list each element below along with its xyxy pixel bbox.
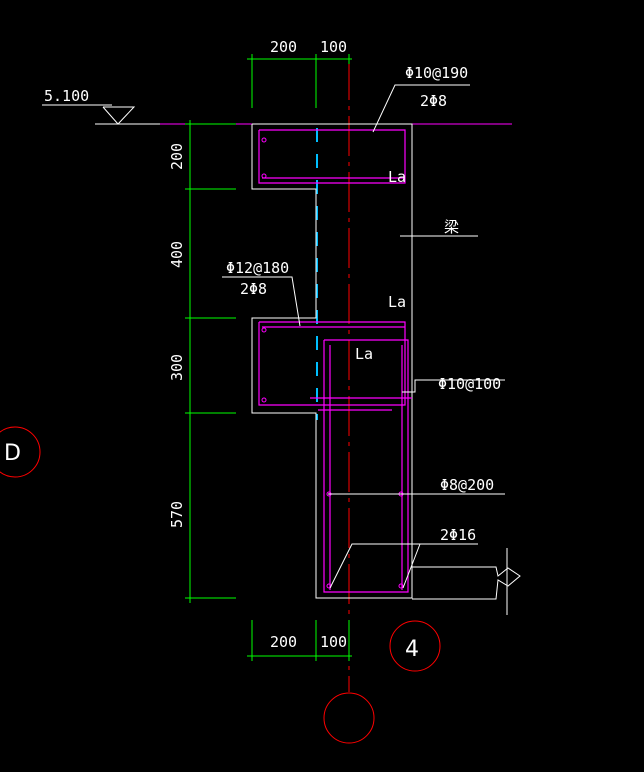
elevation-marker: 5.100 (42, 87, 160, 125)
section-outline (251, 123, 413, 599)
break-line (412, 566, 521, 600)
dim-v-400: 400 (168, 241, 186, 268)
dim-bot-100: 100 (320, 633, 347, 651)
axis-4-label: 4 (405, 637, 419, 662)
rebar-top (258, 129, 412, 593)
label-tie: Φ8@200 (440, 476, 494, 494)
label-main-bars: 2Φ16 (440, 526, 476, 544)
leaders (222, 84, 505, 589)
axis-d-label: D (4, 441, 21, 466)
dim-top-100: 100 (320, 38, 347, 56)
label-la-2: La (388, 293, 406, 311)
label-la-3: La (355, 345, 373, 363)
label-mid-stirrup: Φ12@180 (226, 259, 289, 277)
label-col-stirrup: Φ10@100 (438, 375, 501, 393)
label-top-stirrup: Φ10@190 (405, 64, 468, 82)
dimensions (185, 54, 352, 661)
label-la-1: La (388, 168, 406, 186)
rebar-dots (261, 137, 404, 589)
axis-bubbles: D 4 (0, 426, 441, 744)
label-top-bars: 2Φ8 (420, 92, 447, 110)
dim-v-300: 300 (168, 354, 186, 381)
dim-bot-200: 200 (270, 633, 297, 651)
dim-v-570: 570 (168, 501, 186, 528)
dim-v-200: 200 (168, 143, 186, 170)
label-mid-bars: 2Φ8 (240, 280, 267, 298)
label-beam: 梁 (444, 218, 459, 236)
elevation-label: 5.100 (44, 87, 89, 105)
dim-top-200: 200 (270, 38, 297, 56)
